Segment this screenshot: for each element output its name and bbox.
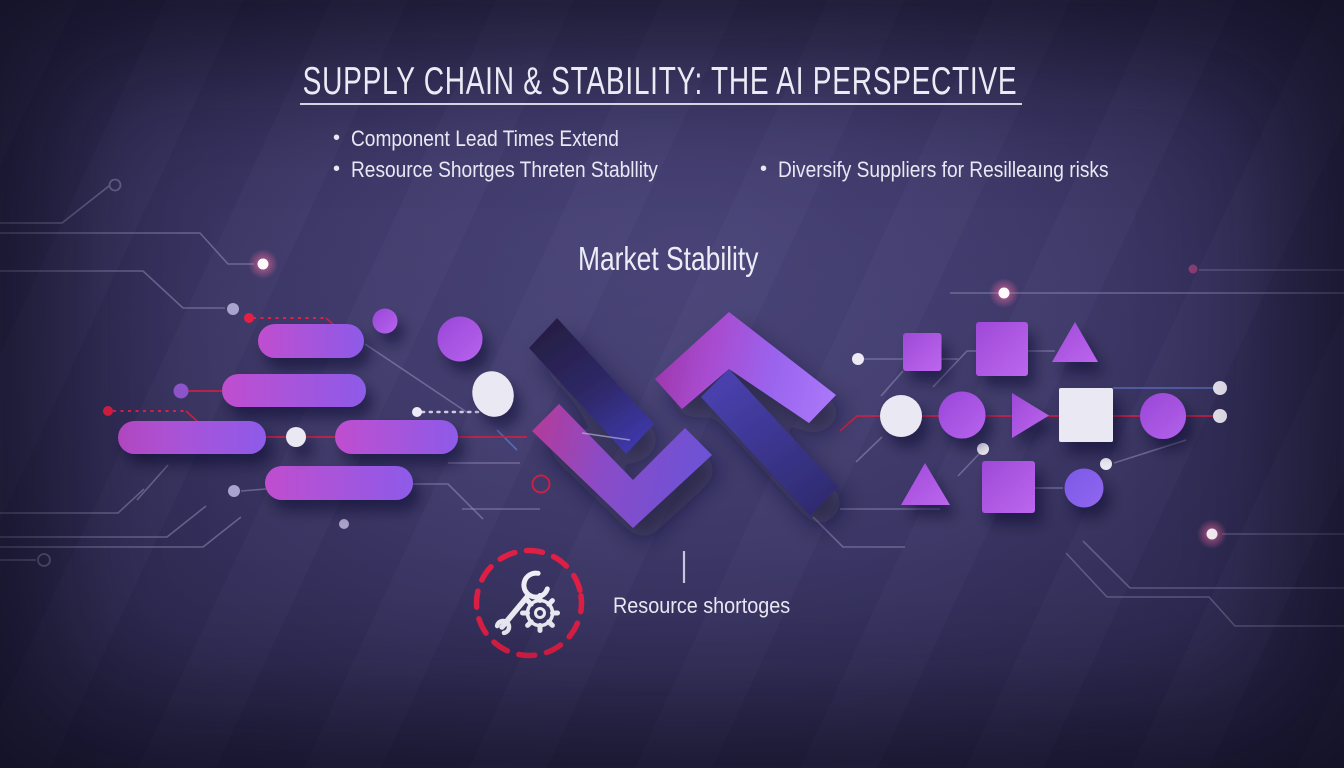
circuit-trace <box>364 343 469 414</box>
purple-triangle-right <box>1012 393 1049 438</box>
circuit-node-ring <box>108 178 122 192</box>
circuit-trace <box>185 410 199 423</box>
bullet-list-right: • Diversify Suppliers for Resilleaıng ri… <box>760 154 1167 185</box>
circuit-trace <box>0 516 242 548</box>
bullet-item: • Resource Shortges Threten Stabllity <box>333 154 712 185</box>
glow-dots <box>248 249 1227 549</box>
circuit-trace <box>1082 540 1344 589</box>
purple-square <box>976 322 1028 376</box>
circuit-trace <box>1065 552 1344 627</box>
circuit-node-ring <box>37 553 51 567</box>
white-square <box>1059 388 1113 442</box>
circuit-lines <box>0 178 1344 627</box>
chevron-check-left <box>532 404 712 528</box>
navy-diagonal-bar <box>529 318 654 454</box>
chevron-up-right <box>655 312 836 423</box>
wrench-head <box>521 570 550 600</box>
bullet-text: Diversify Suppliers for Resilleaıng risk… <box>778 156 1109 182</box>
gear-teeth <box>520 593 560 633</box>
bullet-text: Resource Shortges Threten Stabllity <box>351 156 658 182</box>
node-dot <box>852 353 864 365</box>
pill-bar <box>222 374 366 407</box>
purple-circle <box>1140 393 1186 439</box>
circuit-trace <box>880 370 904 397</box>
node-dot-red <box>244 313 254 323</box>
circuit-node-ring-red <box>531 474 551 494</box>
bullet-marker: • <box>333 158 341 180</box>
node-dot <box>228 485 240 497</box>
circuit-trace <box>412 483 484 520</box>
resource-badge <box>473 547 585 659</box>
circuit-trace <box>855 436 883 463</box>
circuit-trace <box>1113 439 1187 464</box>
pill-bar <box>258 324 364 358</box>
node-dot <box>339 519 349 529</box>
node-dot <box>977 443 989 455</box>
bullet-text: Component Lead Times Extend <box>351 125 619 151</box>
purple-circle <box>372 308 398 334</box>
market-stability-label: Market Stability <box>578 240 759 277</box>
circuit-dots <box>103 264 1227 529</box>
pill-bar <box>118 421 266 454</box>
bullet-marker: • <box>760 158 768 180</box>
circuit-trace <box>812 516 905 548</box>
circuit-trace <box>0 232 254 265</box>
white-circle <box>880 395 922 437</box>
bullet-item: • Component Lead Times Extend <box>333 123 712 154</box>
title-underline <box>300 103 1022 105</box>
gear-hole <box>534 607 546 619</box>
glow-dot <box>998 287 1010 299</box>
node-dot-red <box>103 406 113 416</box>
circuit-trace <box>240 488 267 492</box>
purple-circle <box>938 391 986 439</box>
page-title: SUPPLY CHAIN & STABILITY: THE AI PERSPEC… <box>302 60 1018 103</box>
circuit-trace <box>0 505 207 538</box>
circuit-trace <box>496 429 518 451</box>
circuit-trace <box>0 488 145 514</box>
pill-bar-group <box>118 324 458 500</box>
node-dot <box>412 407 422 417</box>
left-circle-group <box>286 308 514 447</box>
circuit-trace <box>0 185 110 224</box>
center-chevron-group <box>529 312 838 528</box>
blue-traces <box>496 387 1213 451</box>
wrench-end <box>494 618 512 636</box>
purple-square <box>982 461 1035 513</box>
node-dot <box>227 303 239 315</box>
wrench-gear-icon <box>494 570 560 636</box>
violet-circle <box>1064 468 1104 508</box>
white-blob <box>472 371 514 417</box>
resource-shortages-label: Resource shortoges <box>613 593 791 618</box>
pill-bar <box>265 466 413 500</box>
node-dot <box>1213 409 1227 423</box>
white-circle <box>286 427 306 447</box>
circuit-trace <box>136 464 169 501</box>
bullet-list-left: • Component Lead Times Extend • Resource… <box>333 123 712 185</box>
circuit-trace <box>0 270 225 309</box>
node-dot <box>1213 381 1227 395</box>
glow-dot <box>257 258 269 270</box>
purple-circle <box>437 316 483 362</box>
bullet-item: • Diversify Suppliers for Resilleaıng ri… <box>760 154 1167 185</box>
red-dashed-traces <box>113 317 326 412</box>
pill-bar <box>335 420 458 454</box>
purple-square <box>903 333 942 371</box>
node-dot <box>173 383 189 399</box>
indigo-diagonal-bar <box>701 369 838 516</box>
right-shape-group <box>880 322 1186 513</box>
bullet-marker: • <box>333 127 341 149</box>
glow-dot <box>1206 528 1218 540</box>
overlay-trace <box>581 432 631 441</box>
purple-triangle-up <box>1052 322 1098 362</box>
node-dot <box>1100 458 1112 470</box>
dashed-circle <box>473 547 585 659</box>
node-dot <box>1188 264 1198 274</box>
circuit-trace <box>957 452 981 477</box>
purple-triangle-up <box>901 463 950 505</box>
